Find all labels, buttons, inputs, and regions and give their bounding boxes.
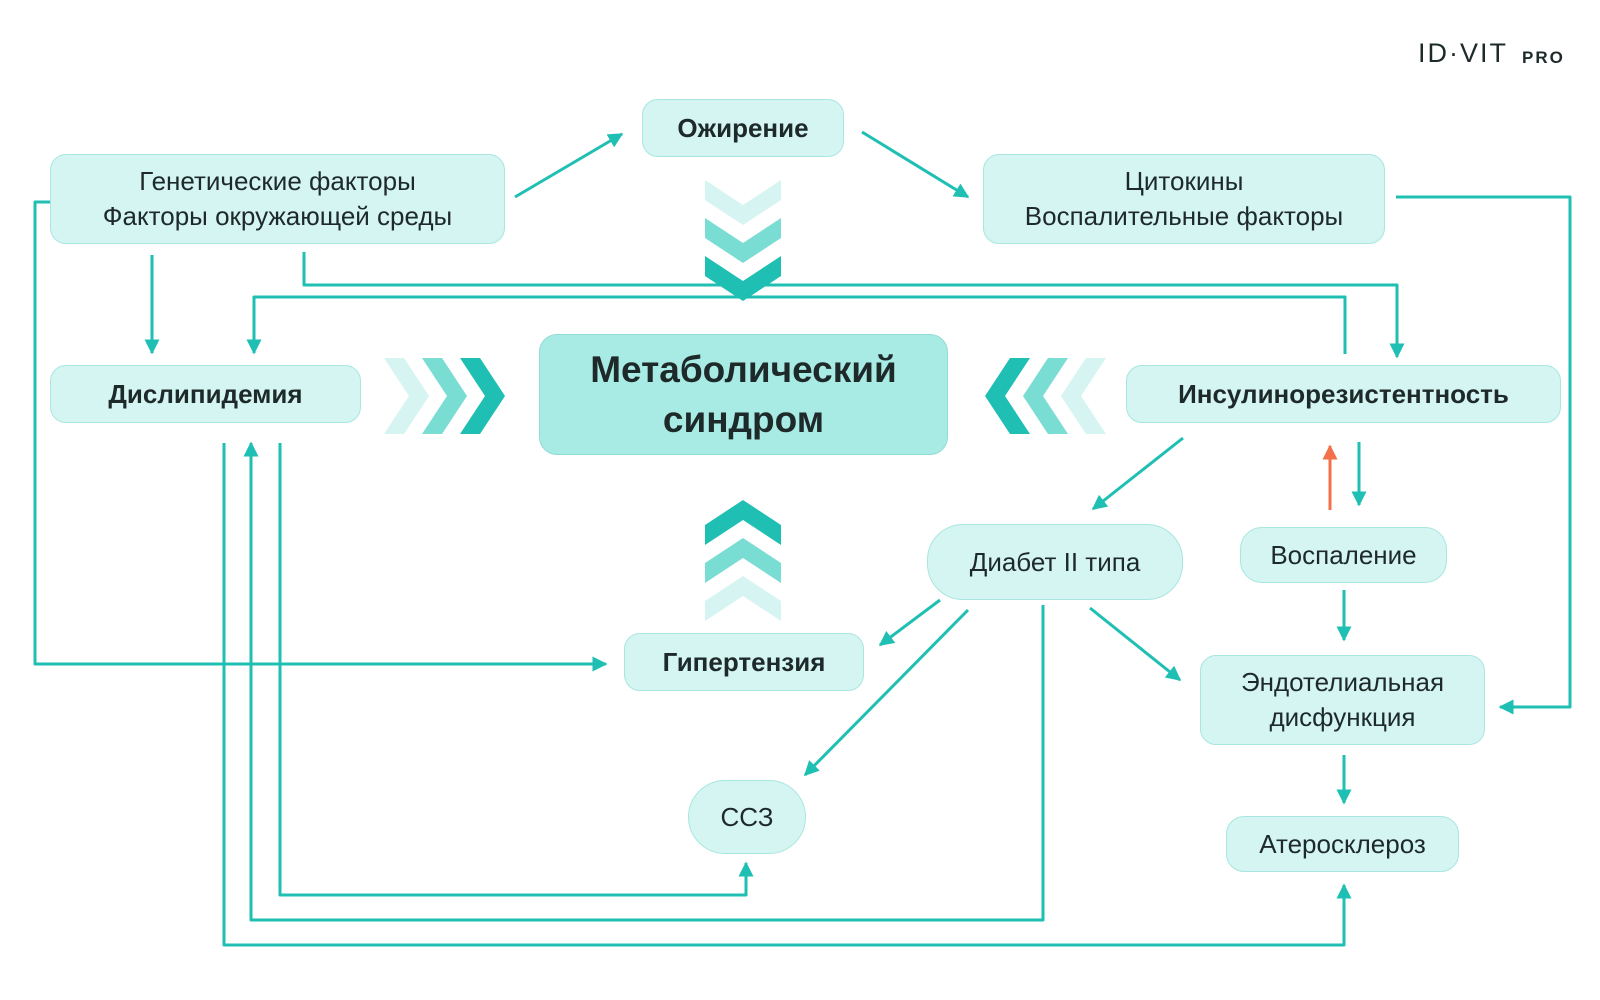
chevron-right-mid xyxy=(422,358,467,434)
chevron-right-dark xyxy=(460,358,505,434)
endothelial-line2: дисфункция xyxy=(1269,702,1416,732)
chevron-up-mid xyxy=(705,538,781,583)
node-metabolic-syndrome: Метаболический синдром xyxy=(539,334,948,455)
chevron-down-light xyxy=(705,180,781,225)
chevrons-down xyxy=(705,180,781,301)
logo-text: ID·VIT xyxy=(1418,38,1508,68)
idvit-logo: ID·VIT PRO xyxy=(1418,34,1568,74)
node-dyslipidemia: Дислипидемия xyxy=(50,365,361,423)
edge-dyslipidemia-to-atherosclerosis xyxy=(222,443,1352,947)
edge-diabetes-to-endothelial xyxy=(1089,606,1182,682)
edge-insulin-to-dyslipidemia xyxy=(246,295,1347,355)
genetic-factors-line2: Факторы окружающей среды xyxy=(102,201,453,231)
metabolic-line1: Метаболический xyxy=(590,348,897,390)
edge-diabetes-to-cvd xyxy=(803,608,970,777)
chevron-down-mid xyxy=(705,218,781,263)
chevrons-right xyxy=(384,358,505,434)
node-endothelial-dysfunction: Эндотелиальная дисфункция xyxy=(1200,655,1485,745)
edge-diabetes-to-hypertension xyxy=(878,598,941,647)
edge-genetic-to-obesity xyxy=(514,132,624,199)
chevrons-left xyxy=(985,358,1106,434)
node-hypertension: Гипертензия xyxy=(624,633,864,691)
chevron-left-light xyxy=(1061,358,1106,434)
edge-genetic-to-hypertension xyxy=(33,200,608,672)
genetic-factors-line1: Генетические факторы xyxy=(139,166,416,196)
edge-diabetes-to-dyslipidemia xyxy=(243,441,1045,922)
edge-genetic-to-insulin xyxy=(302,252,1405,359)
edge-cytokines-to-endothelial xyxy=(1396,195,1572,715)
chevrons-up xyxy=(705,500,781,621)
node-inflammation: Воспаление xyxy=(1240,527,1447,583)
logo-suffix: PRO xyxy=(1522,48,1565,67)
node-cytokines: Цитокины Воспалительные факторы xyxy=(983,154,1385,244)
chevron-left-dark xyxy=(985,358,1030,434)
chevron-down-dark xyxy=(705,256,781,301)
node-genetic-factors: Генетические факторы Факторы окружающей … xyxy=(50,154,505,244)
cytokines-line1: Цитокины xyxy=(1124,166,1244,196)
node-obesity: Ожирение xyxy=(642,99,844,157)
node-cvd: ССЗ xyxy=(688,780,806,854)
edge-obesity-to-cytokines xyxy=(861,130,970,199)
metabolic-line2: синдром xyxy=(662,398,825,440)
chevron-right-light xyxy=(384,358,429,434)
edge-dyslipidemia-to-cvd xyxy=(278,443,754,897)
endothelial-line1: Эндотелиальная xyxy=(1240,667,1445,697)
chevron-up-dark xyxy=(705,500,781,545)
cytokines-line2: Воспалительные факторы xyxy=(1024,201,1344,231)
chevron-up-light xyxy=(705,576,781,621)
node-diabetes-type-2: Диабет II типа xyxy=(927,524,1183,600)
chevron-left-mid xyxy=(1023,358,1068,434)
node-insulin-resistance: Инсулинорезистентность xyxy=(1126,365,1561,423)
node-atherosclerosis: Атеросклероз xyxy=(1226,816,1459,872)
edge-insulin-to-diabetes xyxy=(1091,436,1184,511)
